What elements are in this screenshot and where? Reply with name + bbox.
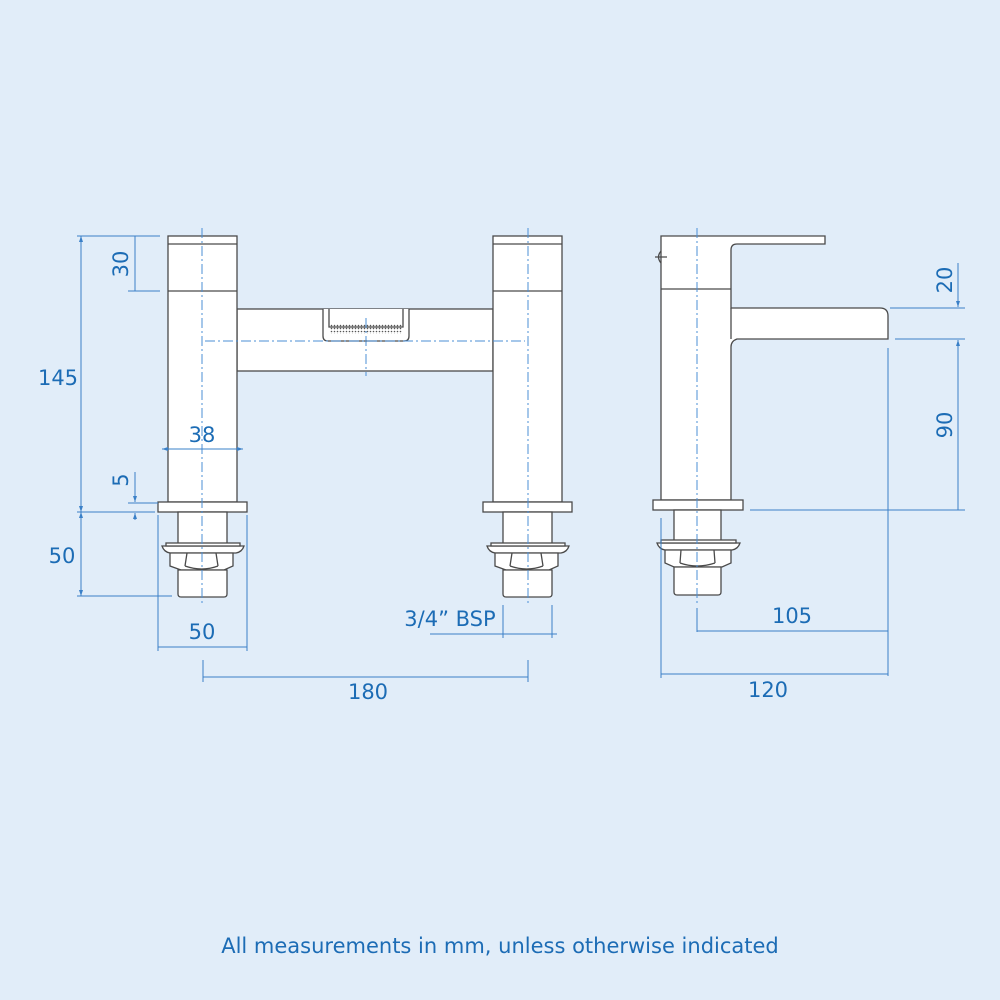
dim-shank-length: 50 xyxy=(49,544,76,568)
side-view xyxy=(652,228,889,605)
dim-thread: 3/4” BSP xyxy=(404,607,495,631)
dim-base-thickness: 5 xyxy=(109,473,133,486)
dim-base-width: 50 xyxy=(189,620,216,644)
dim-pillar-width: 38 xyxy=(189,423,216,447)
lever-pivot xyxy=(655,250,667,264)
dimension-lines xyxy=(77,235,965,682)
dim-handle-height: 30 xyxy=(109,251,133,278)
dim-spout-clearance: 90 xyxy=(933,412,957,439)
dim-total-height: 145 xyxy=(38,366,78,390)
dim-overall-depth: 120 xyxy=(748,678,788,702)
dim-spout-projection: 105 xyxy=(772,604,812,628)
dim-centres: 180 xyxy=(348,680,388,704)
dim-spout-height: 20 xyxy=(933,267,957,294)
dimension-labels: 145 30 5 50 38 50 180 3/4” BSP 20 90 105… xyxy=(38,251,957,704)
footer-note: All measurements in mm, unless otherwise… xyxy=(221,934,779,958)
front-view xyxy=(157,228,573,606)
tap-body-side xyxy=(660,235,889,501)
